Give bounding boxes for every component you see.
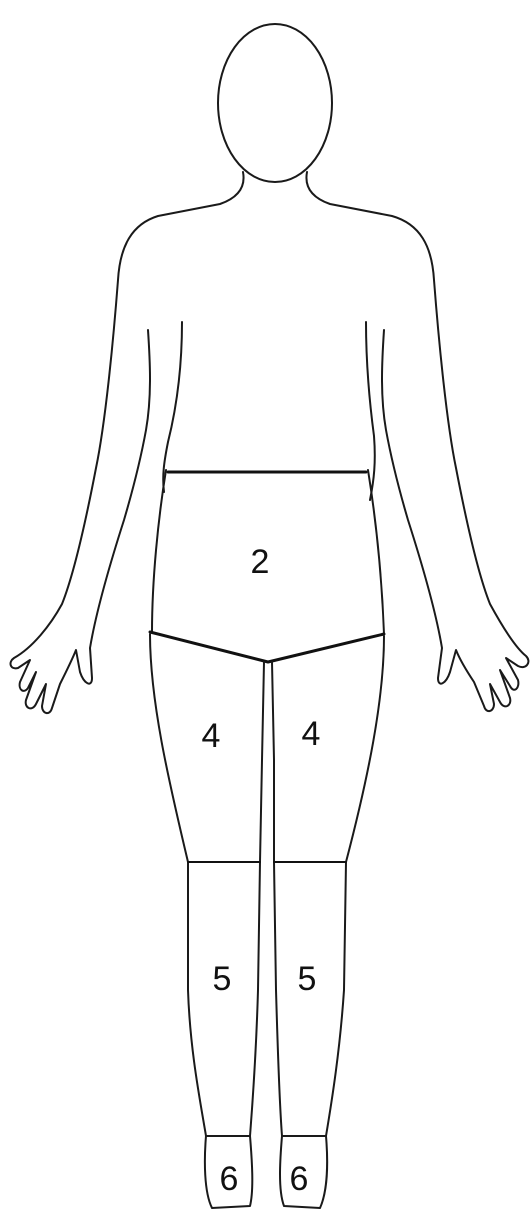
- body-left-outline: [11, 172, 244, 713]
- body-right-outline: [306, 172, 528, 711]
- zone-2-label: 2: [251, 543, 270, 581]
- right-leg-outer: [326, 636, 384, 1136]
- zone-4-left-label: 4: [202, 717, 221, 755]
- zone-4-right-label: 4: [302, 715, 321, 753]
- zone-5-left-label: 5: [213, 960, 232, 998]
- right-leg-inner: [272, 662, 282, 1136]
- zone-5-right-label: 5: [298, 960, 317, 998]
- left-leg-inner: [250, 662, 264, 1136]
- head-outline: [218, 24, 332, 182]
- hip-left-side: [152, 470, 166, 632]
- zone-6-left-label: 6: [220, 1160, 239, 1198]
- left-leg-outer: [150, 634, 206, 1136]
- zone-2-bottom-boundary: [150, 632, 384, 662]
- zone-6-right-label: 6: [290, 1160, 309, 1198]
- torso-left-side: [163, 322, 182, 492]
- torso-right-side: [366, 322, 375, 500]
